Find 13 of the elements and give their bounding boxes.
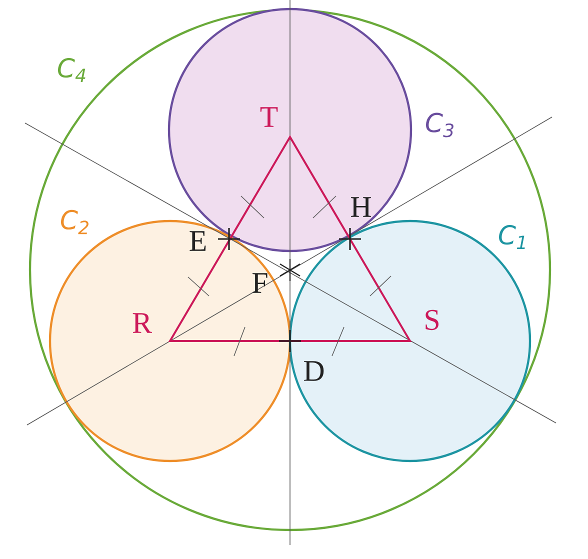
circle	[288, 220, 532, 462]
circle-label: C$_{1}$	[499, 225, 525, 249]
circle-label: C$_{4}$	[58, 58, 86, 82]
point-label: E	[190, 231, 206, 251]
point-label: F	[252, 273, 268, 293]
point-label: D	[304, 361, 324, 381]
circle-label: C$_{3}$	[426, 112, 454, 138]
circle	[168, 8, 412, 252]
point-label: R	[132, 313, 152, 333]
point-label: H	[351, 197, 371, 217]
circle-label: C$_{2}$	[60, 210, 88, 234]
point-label: S	[426, 310, 438, 330]
point-label: T	[260, 107, 278, 127]
